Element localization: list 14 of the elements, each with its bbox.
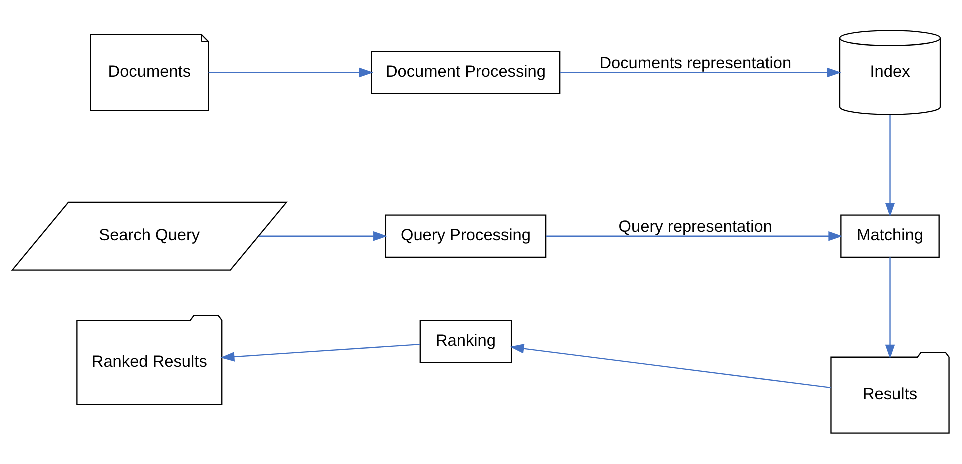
edge-label: Documents representation — [600, 54, 792, 72]
arrow — [885, 258, 896, 359]
arrow — [258, 231, 388, 242]
node-box: Query Processing — [385, 214, 547, 258]
node-box: Document Processing — [371, 51, 561, 94]
edge-label: Query representation — [618, 218, 772, 236]
node-box: Matching — [840, 214, 940, 258]
arrow — [510, 344, 832, 389]
arrow — [546, 231, 843, 242]
arrow — [220, 344, 420, 362]
arrow — [560, 68, 842, 78]
node-box: Ranking — [420, 320, 512, 364]
arrow — [885, 115, 896, 218]
arrow — [208, 68, 374, 78]
